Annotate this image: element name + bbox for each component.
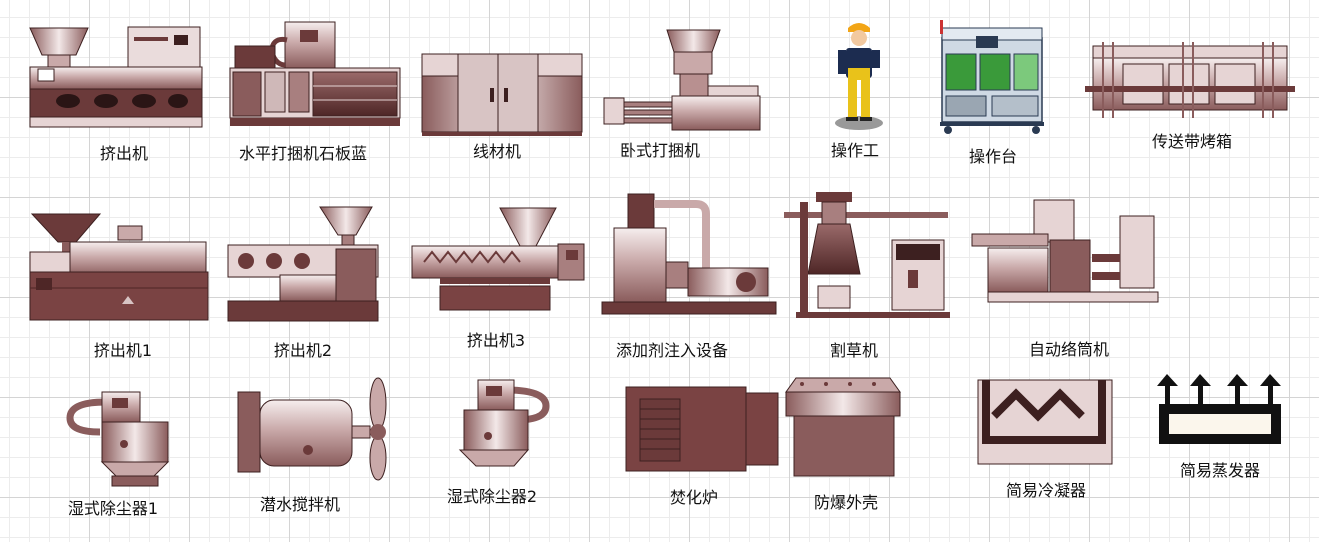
wet-scrubber-2[interactable]: 湿式除尘器2 [440, 376, 550, 508]
wet-scrubber-1-icon [66, 391, 170, 487]
mower-label: 割草机 [829, 341, 879, 360]
extruder-2-icon [227, 206, 379, 322]
conveyor-oven[interactable]: 传送带烤箱 [1085, 40, 1300, 155]
auto-winder-icon [971, 199, 1159, 303]
wire-machine[interactable]: 线材机 [420, 52, 585, 167]
auto-winder-label: 自动络筒机 [1028, 340, 1110, 359]
extruder-3[interactable]: 挤出机3 [410, 206, 592, 356]
extruder-icon [29, 26, 203, 128]
console[interactable]: 操作台 [940, 18, 1050, 168]
console-label: 操作台 [968, 147, 1018, 166]
simple-condenser-icon [977, 379, 1113, 465]
horizontal-baler[interactable]: 卧式打捆机 [602, 28, 762, 163]
operator-label: 操作工 [830, 141, 880, 160]
extruder-3-icon [411, 207, 585, 311]
wet-scrubber-2-icon [458, 379, 550, 467]
operator[interactable]: 操作工 [826, 20, 886, 165]
extruder[interactable]: 挤出机 [28, 25, 208, 163]
simple-evaporator-icon [1157, 374, 1281, 444]
explosion-proof-housing-label: 防爆外壳 [813, 493, 879, 512]
wet-scrubber-1-label: 湿式除尘器1 [67, 499, 159, 518]
extruder-label: 挤出机 [99, 144, 149, 163]
extruder-2[interactable]: 挤出机2 [226, 205, 386, 362]
extruder-1-label: 挤出机1 [93, 341, 153, 360]
horizontal-baler-icon [603, 29, 761, 131]
wire-machine-label: 线材机 [472, 142, 522, 161]
submersible-mixer-label: 潜水搅拌机 [259, 495, 341, 514]
extruder-3-label: 挤出机3 [466, 331, 526, 350]
wire-machine-icon [421, 53, 583, 136]
horizontal-baler-label: 卧式打捆机 [619, 141, 701, 160]
mower[interactable]: 割草机 [782, 190, 954, 362]
conveyor-oven-icon [1085, 42, 1295, 118]
baler-slate-label: 水平打捆机石板蓝 [238, 144, 368, 163]
simple-evaporator[interactable]: 简易蒸发器 [1155, 372, 1287, 487]
mower-icon [784, 192, 950, 318]
simple-condenser[interactable]: 简易冷凝器 [976, 378, 1116, 503]
auto-winder[interactable]: 自动络筒机 [970, 196, 1160, 362]
simple-evaporator-label: 简易蒸发器 [1179, 461, 1261, 480]
additive-injection-label: 添加剂注入设备 [615, 341, 729, 360]
extruder-1-icon [29, 213, 209, 321]
incinerator[interactable]: 焚化炉 [624, 385, 782, 510]
extruder-2-label: 挤出机2 [273, 341, 333, 360]
additive-injection[interactable]: 添加剂注入设备 [600, 192, 778, 362]
incinerator-label: 焚化炉 [669, 488, 719, 507]
wet-scrubber-1[interactable]: 湿式除尘器1 [66, 388, 176, 523]
simple-condenser-label: 简易冷凝器 [1005, 481, 1087, 500]
console-icon [940, 20, 1044, 134]
additive-injection-icon [601, 193, 777, 315]
conveyor-oven-label: 传送带烤箱 [1151, 132, 1233, 151]
explosion-proof-housing-icon [785, 377, 901, 477]
wet-scrubber-2-label: 湿式除尘器2 [446, 487, 538, 506]
horizontal-baler-slate[interactable]: 水平打捆机石板蓝 [225, 20, 405, 165]
incinerator-icon [625, 386, 779, 472]
baler-slate-icon [229, 21, 401, 126]
extruder-1[interactable]: 挤出机1 [28, 212, 210, 362]
submersible-mixer[interactable]: 潜水搅拌机 [236, 377, 396, 516]
submersible-mixer-icon [237, 377, 387, 481]
operator-icon [835, 23, 883, 130]
explosion-proof-housing[interactable]: 防爆外壳 [782, 376, 904, 516]
